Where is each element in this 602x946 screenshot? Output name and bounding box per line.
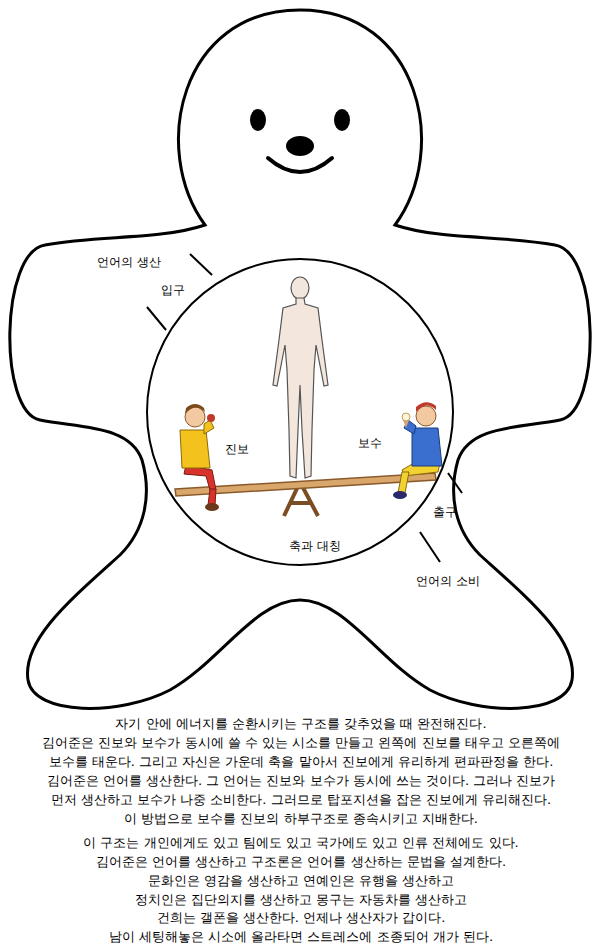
leader-line	[147, 307, 166, 330]
kid-pants	[184, 465, 216, 490]
callout-label: 언어의 생산	[97, 255, 161, 269]
body-text-line: 김어준은 진보와 보수가 동시에 쓸 수 있는 시소를 만들고 왼쪽에 진보를 …	[42, 735, 560, 750]
eye	[334, 109, 350, 131]
leader-line	[190, 254, 212, 275]
body-text-line: 정치인은 집단의지를 생산하고 몽구는 자동차를 생산하고	[135, 892, 468, 907]
kid-leg	[398, 472, 409, 493]
kid-shirt	[412, 428, 442, 466]
body-text-line: 건희는 갤폰을 생산한다. 언제나 생산자가 갑이다.	[157, 910, 446, 925]
circle-shape	[147, 259, 453, 565]
region-label: 보수	[358, 436, 382, 450]
callout-label: 입구	[161, 283, 185, 297]
nose	[286, 136, 314, 156]
kid-shoe	[393, 491, 407, 499]
body-text-line: 먼저 생산하고 보수가 나중 소비한다. 그러므로 탑포지션을 잡은 진보에게 …	[51, 792, 551, 807]
body-text-line: 이 구조는 개인에게도 있고 팀에도 있고 국가에도 있고 인류 전체에도 있다…	[83, 835, 518, 850]
callout-label: 언어의 소비	[416, 574, 480, 588]
ice-cream	[402, 413, 410, 421]
kid-leg	[208, 489, 216, 505]
body-text-line: 김어준은 언어를 생산하고 구조론은 언어를 생산하는 문법을 설계한다.	[96, 854, 506, 869]
teddy-shape	[10, 10, 590, 708]
region-label: 축과 대칭	[289, 539, 341, 553]
kid-hair	[416, 402, 436, 412]
kid-hair	[185, 404, 205, 414]
circle-region: 진보 보수축과 대칭	[145, 257, 455, 567]
teddy-outline	[0, 0, 602, 720]
region-label: 진보	[225, 442, 249, 456]
body-text-line: 자기 안에 에너지를 순환시키는 구조를 갖추었을 때 완전해진다.	[115, 716, 486, 731]
teddy-body: 언어의 생산입구출구언어의 소비 진보 보수축과 대칭	[0, 0, 602, 720]
body-text-line: 남이 세팅해놓은 시소에 올라타면 스트레스에 조종되어 개가 된다.	[109, 929, 493, 944]
kid-arm	[204, 420, 214, 434]
smile	[268, 158, 332, 172]
apple	[207, 414, 215, 422]
kid-shirt	[180, 430, 210, 468]
leader-line	[420, 532, 440, 562]
callout-label: 출구	[433, 505, 457, 519]
eye	[250, 109, 266, 131]
man-figure	[273, 298, 328, 478]
kid-arm	[404, 420, 416, 434]
body-text-line: 문화인은 영감을 생산하고 연예인은 유행을 생산하고	[148, 873, 455, 888]
body-text-line: 이 방법으로 보수를 진보의 하부구조로 종속시키고 지배한다.	[124, 811, 478, 826]
circle-outline	[145, 257, 455, 567]
man-head	[291, 277, 309, 299]
body-text-line: 김어준은 언어를 생산한다. 그 언어는 진보와 보수가 동시에 쓰는 것이다.…	[47, 773, 556, 788]
kid-shoe	[205, 503, 219, 511]
body-text-line: 보수를 태운다. 그리고 자신은 가운데 축을 맡아서 진보에게 유리하게 편파…	[49, 754, 554, 769]
kid-head	[416, 406, 436, 426]
